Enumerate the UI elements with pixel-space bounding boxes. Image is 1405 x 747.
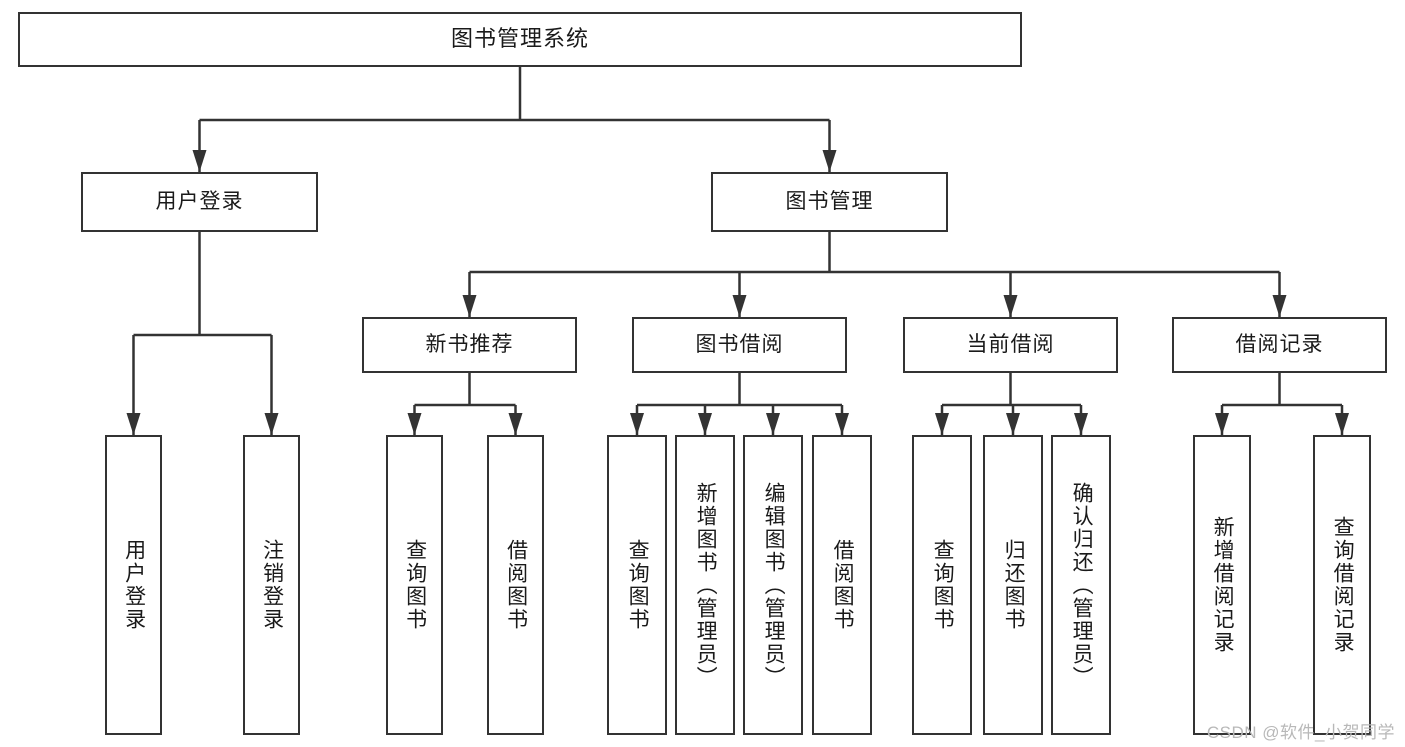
node-leaf-return-book[interactable]: 归还图书 bbox=[983, 435, 1043, 735]
node-label: 图书管理系统 bbox=[450, 26, 589, 52]
arrowhead-icon bbox=[1006, 413, 1020, 435]
node-label: 新增借阅记录 bbox=[1211, 516, 1235, 654]
arrowhead-icon bbox=[407, 413, 422, 435]
node-label: 归还图书 bbox=[1002, 539, 1026, 631]
node-label: 图书借阅 bbox=[695, 333, 784, 357]
node-leaf-query-book-rec[interactable]: 查询图书 bbox=[386, 435, 443, 735]
node-leaf-user-login[interactable]: 用户登录 bbox=[105, 435, 162, 735]
node-leaf-confirm-return[interactable]: 确认归还（管理员） bbox=[1051, 435, 1111, 735]
node-label: 用户登录 bbox=[155, 190, 244, 214]
watermark: CSDN @软件_小贺同学 bbox=[1206, 723, 1395, 742]
arrowhead-icon bbox=[698, 413, 712, 435]
node-label: 查询图书 bbox=[626, 539, 650, 631]
node-user-login[interactable]: 用户登录 bbox=[81, 172, 318, 232]
node-leaf-borrow-book-rec[interactable]: 借阅图书 bbox=[487, 435, 544, 735]
arrowhead-icon bbox=[1272, 295, 1287, 317]
node-book-manage[interactable]: 图书管理 bbox=[711, 172, 948, 232]
node-label: 注销登录 bbox=[260, 539, 284, 631]
arrowhead-icon bbox=[935, 413, 949, 435]
node-label: 借阅图书 bbox=[504, 539, 528, 631]
node-label: 查询借阅记录 bbox=[1331, 516, 1355, 654]
arrowhead-icon bbox=[822, 150, 837, 172]
node-label: 查询图书 bbox=[403, 539, 427, 631]
node-leaf-query-book-c[interactable]: 查询图书 bbox=[912, 435, 972, 735]
arrowhead-icon bbox=[462, 295, 477, 317]
arrowhead-icon bbox=[1003, 295, 1018, 317]
node-leaf-edit-book[interactable]: 编辑图书（管理员） bbox=[743, 435, 803, 735]
arrowhead-icon bbox=[192, 150, 207, 172]
node-root[interactable]: 图书管理系统 bbox=[18, 12, 1022, 67]
arrowhead-icon bbox=[630, 413, 644, 435]
node-borrow-record[interactable]: 借阅记录 bbox=[1172, 317, 1387, 373]
node-label: 用户登录 bbox=[122, 539, 146, 631]
arrowhead-icon bbox=[264, 413, 279, 435]
arrowhead-icon bbox=[1074, 413, 1088, 435]
node-label: 图书管理 bbox=[785, 190, 874, 214]
node-label: 查询图书 bbox=[931, 539, 955, 631]
arrowhead-icon bbox=[835, 413, 849, 435]
node-new-book-rec[interactable]: 新书推荐 bbox=[362, 317, 577, 373]
node-leaf-add-record[interactable]: 新增借阅记录 bbox=[1193, 435, 1251, 735]
node-label: 新增图书（管理员） bbox=[694, 481, 718, 689]
arrowhead-icon bbox=[1215, 413, 1229, 435]
arrowhead-icon bbox=[126, 413, 141, 435]
arrowhead-icon bbox=[732, 295, 747, 317]
node-leaf-user-logout[interactable]: 注销登录 bbox=[243, 435, 300, 735]
arrowhead-icon bbox=[1335, 413, 1349, 435]
node-leaf-add-book[interactable]: 新增图书（管理员） bbox=[675, 435, 735, 735]
arrowhead-icon bbox=[766, 413, 780, 435]
node-label: 新书推荐 bbox=[425, 333, 514, 357]
node-leaf-query-record[interactable]: 查询借阅记录 bbox=[1313, 435, 1371, 735]
node-label: 借阅图书 bbox=[831, 539, 855, 631]
node-current-borrow[interactable]: 当前借阅 bbox=[903, 317, 1118, 373]
arrowhead-icon bbox=[508, 413, 523, 435]
node-book-borrow[interactable]: 图书借阅 bbox=[632, 317, 847, 373]
node-label: 当前借阅 bbox=[966, 333, 1055, 357]
node-label: 借阅记录 bbox=[1235, 333, 1324, 357]
node-label: 确认归还（管理员） bbox=[1070, 481, 1094, 689]
node-leaf-borrow-book-b[interactable]: 借阅图书 bbox=[812, 435, 872, 735]
node-label: 编辑图书（管理员） bbox=[762, 481, 786, 689]
node-leaf-query-book-b[interactable]: 查询图书 bbox=[607, 435, 667, 735]
